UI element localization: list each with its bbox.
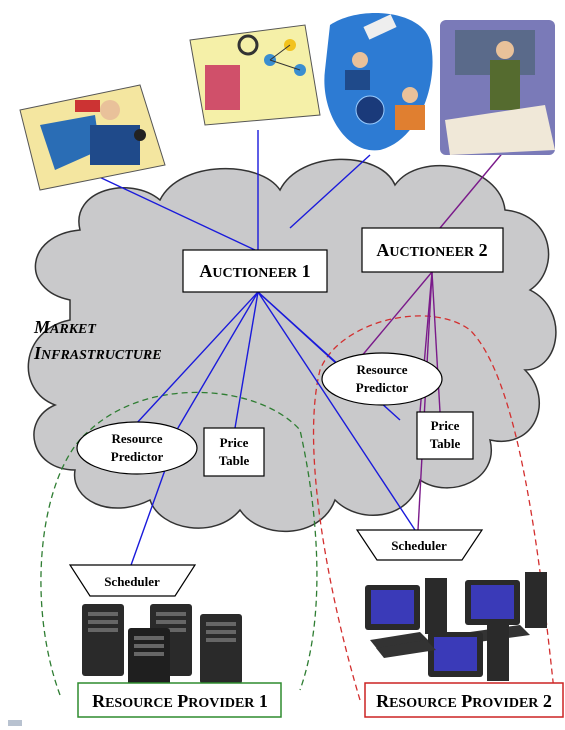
svg-text:AUCTIONEER 2: AUCTIONEER 2 <box>376 240 487 260</box>
provider2-region <box>312 315 556 701</box>
auctioneer2-cap: A <box>376 240 389 260</box>
svg-text:Scheduler: Scheduler <box>104 574 160 589</box>
svg-text:RESOURCE PROVIDER 1: RESOURCE PROVIDER 1 <box>92 691 268 711</box>
svg-text:MARKET: MARKET <box>33 317 97 337</box>
svg-text:Table: Table <box>219 453 250 468</box>
workstations-icon <box>365 572 547 681</box>
svg-text:Predictor: Predictor <box>111 449 164 464</box>
auctioneer1-box[interactable]: AUCTIONEER 1 <box>182 249 328 293</box>
cloud <box>27 158 557 532</box>
svg-text:Price: Price <box>431 418 460 433</box>
svg-text:Resource: Resource <box>111 431 162 446</box>
scheduler-1: Scheduler <box>68 564 197 597</box>
svg-text:Price: Price <box>220 435 249 450</box>
svg-text:Table: Table <box>430 436 461 451</box>
resource-predictor-2: Resource Predictor <box>321 352 443 406</box>
scientist-molecule-clipart <box>189 24 321 126</box>
researchers-clipart <box>19 84 166 191</box>
price-table-1: Price Table <box>203 427 265 477</box>
provider1-region <box>40 391 318 696</box>
auctioneer2-rest: UCTIONEER <box>389 245 475 260</box>
auctioneer1-links <box>94 130 416 569</box>
resource-provider-1-box[interactable]: RESOURCE PROVIDER 1 <box>77 682 282 718</box>
teacher-clipart <box>440 20 555 155</box>
server-cluster-icon <box>82 604 242 688</box>
scheduler-2: Scheduler <box>355 529 484 561</box>
auctioneer1-num: 1 <box>297 261 311 281</box>
price-table-2: Price Table <box>416 411 474 460</box>
resource-provider-2-box[interactable]: RESOURCE PROVIDER 2 <box>364 682 564 718</box>
auctioneer1-rest: UCTIONEER <box>212 266 298 281</box>
svg-text:AUCTIONEER 1: AUCTIONEER 1 <box>199 261 310 281</box>
auctioneer2-num: 2 <box>474 240 488 260</box>
auctioneer2-box[interactable]: AUCTIONEER 2 <box>361 227 504 273</box>
svg-text:INFRASTRUCTURE: INFRASTRUCTURE <box>33 343 162 363</box>
astronomers-clipart <box>324 13 433 151</box>
corner-mark <box>8 720 22 726</box>
auctioneer1-cap: A <box>199 261 212 281</box>
market-infrastructure-label: MARKET INFRASTRUCTURE <box>33 317 162 363</box>
svg-text:Predictor: Predictor <box>356 380 409 395</box>
resource-predictor-1: Resource Predictor <box>76 421 198 475</box>
svg-text:Scheduler: Scheduler <box>391 538 447 553</box>
svg-text:RESOURCE PROVIDER 2: RESOURCE PROVIDER 2 <box>376 691 552 711</box>
svg-text:Resource: Resource <box>356 362 407 377</box>
